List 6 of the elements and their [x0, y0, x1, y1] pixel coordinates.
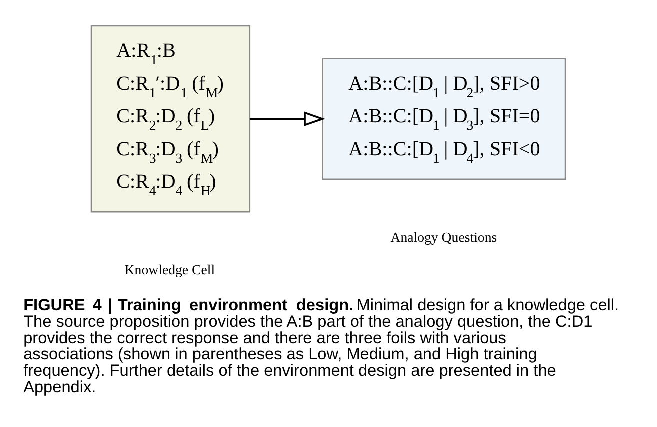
node-label: Knowledge Cell: [124, 262, 216, 278]
node-box: A:B::C:[D$_{1}$ | D$_{2}$], SFI>0 A:B::C:[D$_{1}$ | D$_{3}$], SFI=0 A:B::C:[D$_{1}$ | D$_{4}$], SFI<0: [322, 58, 566, 180]
caption: FIGURE 4 | Training environment design. Minimal design for a knowledge cell. The source proposition provides the A:B part of the analogy question, the C:D1 provides the correct response and there are three foils with various associations (shown in parentheses as Low, Medium, and High training frequency). Further details of the environment design are presented in the Appendix.: [24, 296, 620, 396]
node-box: A:R$_{1}$:B C:R$_{1}$′:D$_{1}$ (f$_{M}$) C:R$_{2}$:D$_{2}$ (f$_{L}$) C:R$_{3}$:D$_{3}$ (f$_{M}$) C:R$_{4}$:D$_{4}$ (f$_{H}$): [90, 24, 251, 212]
node-label: Analogy Questions: [390, 230, 498, 245]
arrow: [250, 111, 326, 126]
